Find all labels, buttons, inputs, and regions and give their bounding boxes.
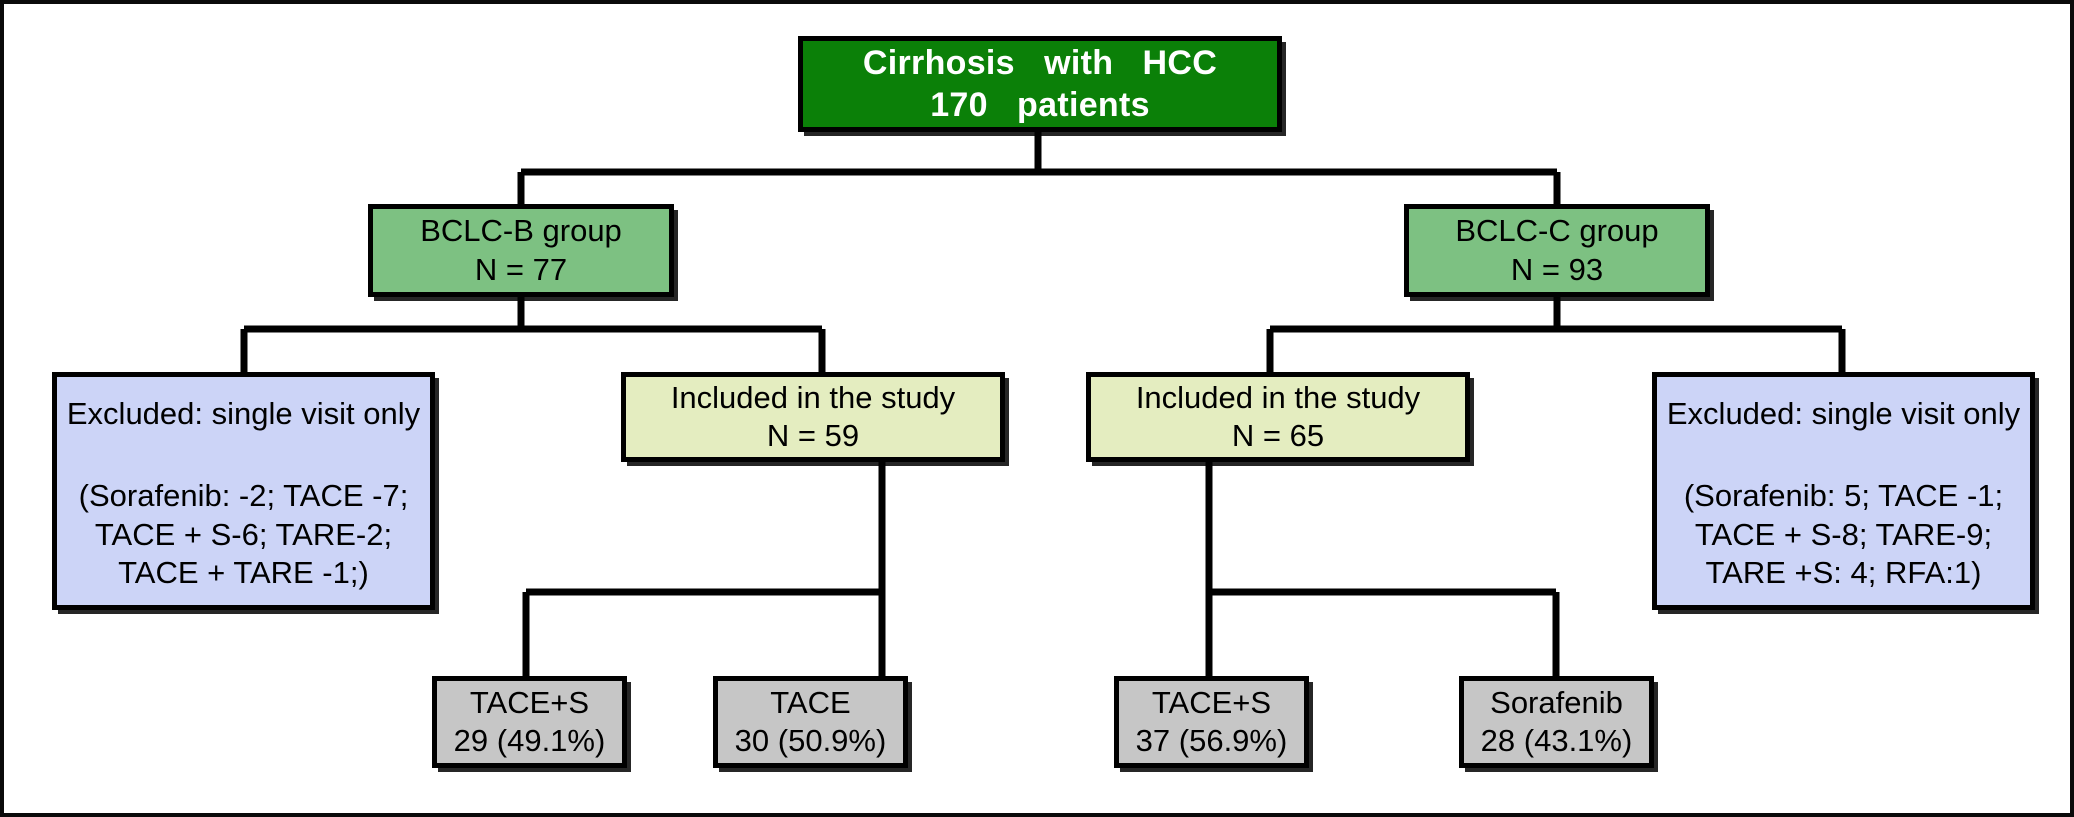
- node-outcome-b-tace-s[interactable]: TACE+S 29 (49.1%): [432, 676, 627, 768]
- node-included-c-line2: N = 65: [1231, 418, 1325, 453]
- node-bclc-c-line1: BCLC-C group: [1455, 213, 1659, 249]
- node-outcome-c-tace-s[interactable]: TACE+S 37 (56.9%): [1114, 676, 1309, 768]
- node-excluded-c-line1: (Sorafenib: 5; TACE -1;: [1683, 478, 2004, 514]
- node-included-c-line1: Included in the study: [1135, 379, 1421, 415]
- node-bclc-b-group[interactable]: BCLC-B group N = 77: [368, 204, 674, 297]
- node-bclc-b-line1: BCLC-B group: [420, 213, 622, 249]
- node-root-line1: Cirrhosis with HCC: [862, 43, 1218, 82]
- node-included-b-line1: Included in the study: [670, 379, 956, 415]
- node-excluded-bclc-c[interactable]: Excluded: single visit only (Sorafenib: …: [1652, 372, 2035, 610]
- node-outcome-c-sorafenib[interactable]: Sorafenib 28 (43.1%): [1459, 676, 1654, 768]
- node-excluded-bclc-b[interactable]: Excluded: single visit only (Sorafenib: …: [52, 372, 435, 610]
- node-excluded-b-line2: TACE + S-6; TARE-2;: [94, 516, 393, 552]
- node-included-bclc-b[interactable]: Included in the study N = 59: [621, 372, 1005, 462]
- node-bclc-c-line2: N = 93: [1510, 251, 1604, 287]
- node-included-bclc-c[interactable]: Included in the study N = 65: [1086, 372, 1470, 462]
- node-outcome-c-sorafenib-line2: 28 (43.1%): [1480, 723, 1633, 758]
- node-excluded-b-heading: Excluded: single visit only: [66, 396, 421, 431]
- node-excluded-c-line3: TARE +S: 4; RFA:1): [1705, 555, 1982, 591]
- node-root-cirrhosis-hcc[interactable]: Cirrhosis with HCC 170 patients: [798, 36, 1282, 132]
- node-outcome-c-tace-s-line2: 37 (56.9%): [1135, 723, 1288, 758]
- node-outcome-c-sorafenib-line1: Sorafenib: [1490, 684, 1623, 720]
- node-outcome-b-tace-line2: 30 (50.9%): [734, 723, 887, 758]
- node-included-b-line2: N = 59: [766, 418, 860, 453]
- node-outcome-b-tace-line1: TACE: [770, 684, 851, 720]
- node-excluded-b-line3: TACE + TARE -1;): [118, 555, 369, 591]
- node-bclc-b-line2: N = 77: [474, 251, 568, 287]
- node-outcome-c-tace-s-line1: TACE+S: [1151, 684, 1272, 720]
- node-outcome-b-tace-s-line1: TACE+S: [469, 684, 590, 720]
- node-excluded-b-line1: (Sorafenib: -2; TACE -7;: [78, 478, 409, 514]
- node-excluded-c-line2: TACE + S-8; TARE-9;: [1694, 516, 1993, 552]
- node-bclc-c-group[interactable]: BCLC-C group N = 93: [1404, 204, 1710, 297]
- node-excluded-c-heading: Excluded: single visit only: [1666, 396, 2021, 431]
- node-outcome-b-tace-s-line2: 29 (49.1%): [453, 723, 606, 758]
- node-root-line2: 170 patients: [930, 86, 1150, 124]
- node-outcome-b-tace[interactable]: TACE 30 (50.9%): [713, 676, 908, 768]
